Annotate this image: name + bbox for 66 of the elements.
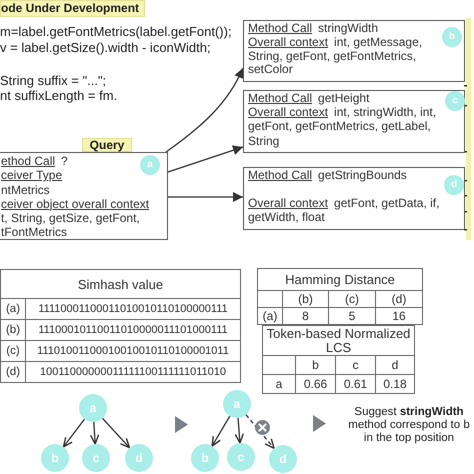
- arrow: [168, 192, 243, 202]
- code-line: nt suffixLength = fm.: [0, 88, 118, 103]
- field-label: ceiver object overall context: [1, 196, 150, 212]
- letter-marker: b: [442, 27, 462, 47]
- letter-marker: d: [444, 175, 464, 195]
- table-title: Hamming Distance: [258, 268, 423, 290]
- field-label: ceiver Type: [1, 168, 62, 183]
- heading-tag: Query: [82, 138, 132, 152]
- hash-value: 10011000000011111100111111011010: [26, 362, 240, 382]
- field-entry: ethod Call ?: [1, 154, 68, 168]
- candidate-box: [243, 167, 465, 230]
- code-line: m=label.getFontMetrics(label.getFont());: [0, 24, 232, 39]
- field-entry: Method Call stringWidth: [248, 22, 378, 36]
- arrow: [166, 68, 244, 153]
- arrow: [90, 422, 100, 445]
- arrow: [102, 418, 130, 448]
- table-title: Simhash value: [0, 270, 240, 298]
- field-value: t, String, getSize, getFont, tFontMetrics: [1, 211, 141, 240]
- hash-value: 11100010110011010000011101000111: [26, 320, 240, 340]
- hash-value: 11101001100010010010110100001011: [26, 340, 240, 362]
- tree-node: d: [269, 445, 297, 473]
- tree-node: a: [79, 394, 107, 422]
- arrow: [62, 418, 86, 448]
- distance-value: 16: [376, 308, 423, 324]
- column-header: (b): [282, 290, 328, 308]
- row-header: (c): [0, 340, 26, 362]
- dashed-arrow: [245, 414, 275, 449]
- field-entry: Overall context int, stringWidth, int, getFont, getFontMetrics, getLabel, String: [248, 105, 438, 148]
- arrow: [211, 416, 230, 447]
- code-line: v = label.getSize().width - iconWidth;: [0, 40, 211, 55]
- column-header: d: [376, 356, 415, 374]
- score-value: 0.61: [336, 374, 376, 394]
- tree-node: a: [223, 390, 251, 418]
- distance-value: 8: [282, 308, 328, 324]
- row-header: (b): [0, 320, 26, 340]
- tree-node: b: [191, 444, 219, 472]
- heading-tag: ode Under Development: [0, 0, 146, 17]
- row-header: (a): [258, 308, 282, 324]
- column-header: c: [336, 356, 376, 374]
- table-title: Token-based Normalized LCS: [262, 326, 415, 356]
- candidate-box: [243, 20, 465, 82]
- column-header: (c): [328, 290, 376, 308]
- letter-marker: c: [445, 91, 465, 111]
- letter-marker: a: [140, 155, 160, 175]
- row-header: a: [262, 374, 296, 394]
- arrow: [234, 418, 244, 444]
- score-value: 0.18: [376, 374, 415, 394]
- field-entry: Method Call getHeight: [248, 91, 370, 106]
- row-header: (d): [0, 362, 26, 382]
- column-header: b: [296, 356, 336, 374]
- score-value: 0.66: [296, 374, 336, 394]
- code-line: String suffix = "...";: [0, 73, 106, 88]
- tree-node: d: [125, 444, 153, 472]
- row-header: (a): [0, 298, 26, 320]
- field-value: ntMetrics: [1, 182, 51, 197]
- candidate-box: [243, 90, 465, 153]
- column-header: (d): [376, 290, 423, 308]
- arrow: [168, 145, 244, 173]
- distance-value: 5: [328, 308, 376, 324]
- hash-value: 11110001100011010010110100000111: [26, 298, 240, 320]
- field-entry: Overall context getFont, getData, if, getWidth, float: [248, 196, 440, 225]
- tree-node: c: [82, 444, 110, 472]
- suggestion-text: Suggest stringWidth method correspond to b in the top position: [347, 406, 471, 445]
- tree-node: c: [227, 443, 255, 471]
- tree-node: b: [41, 444, 69, 472]
- field-entry: Method Call getStringBounds: [248, 168, 407, 182]
